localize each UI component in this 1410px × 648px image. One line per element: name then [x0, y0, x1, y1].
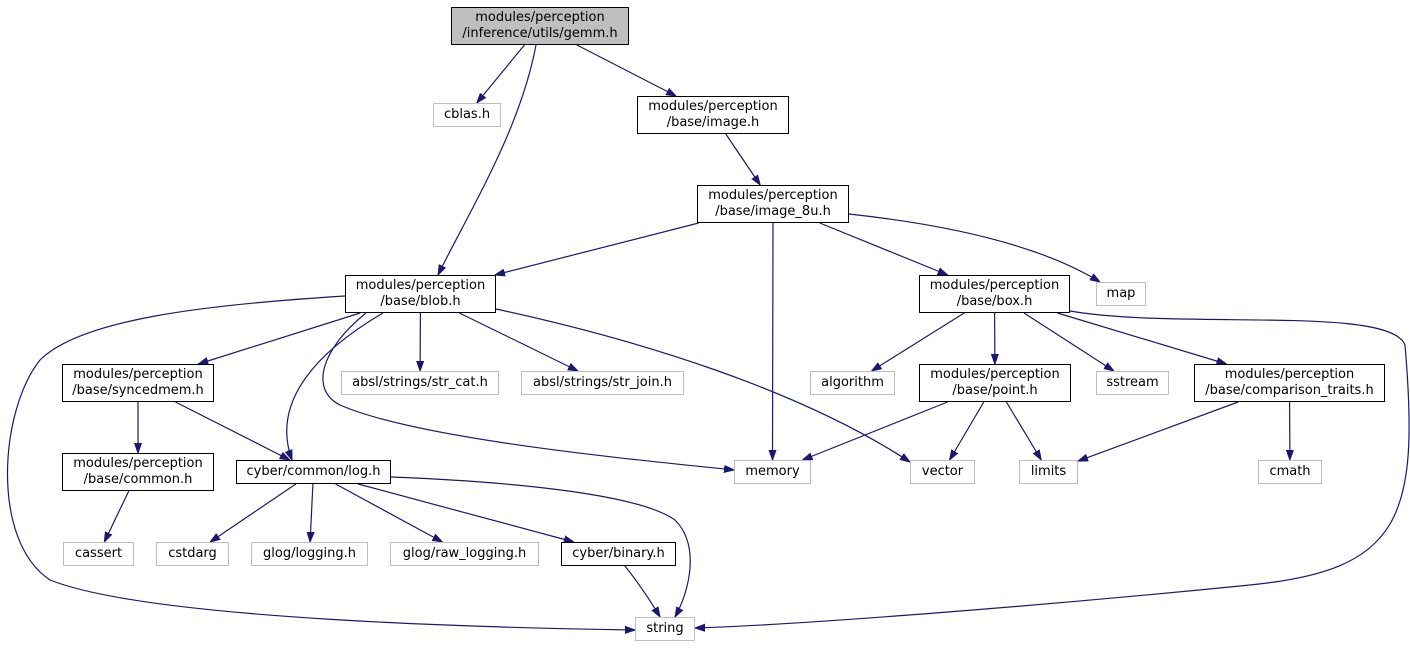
edge-point-to-vector	[950, 401, 985, 460]
node-label: /inference/utils/gemm.h	[462, 26, 618, 41]
edge-blob-to-syncedmem	[198, 312, 361, 364]
node-label: /base/syncedmem.h	[72, 383, 204, 398]
edge-binary-to-string	[624, 565, 660, 617]
node-cmath: cmath	[1258, 460, 1322, 484]
node-label: glog/logging.h	[263, 546, 356, 561]
edge-point-to-memory	[803, 401, 948, 460]
node-binary[interactable]: cyber/binary.h	[561, 542, 676, 566]
node-string: string	[635, 617, 695, 641]
node-syncedmem[interactable]: modules/perception/base/syncedmem.h	[62, 364, 214, 402]
node-label: algorithm	[821, 375, 884, 390]
node-label: /base/common.h	[83, 472, 193, 487]
edge-gemm-to-image	[576, 44, 676, 96]
edge-blob-to-log	[287, 312, 384, 460]
node-label: modules/perception	[73, 456, 203, 471]
node-label: cyber/common/log.h	[246, 464, 381, 479]
node-algorithm: algorithm	[810, 371, 895, 395]
node-strcat: absl/strings/str_cat.h	[341, 371, 499, 395]
node-label: /base/point.h	[952, 383, 1038, 398]
node-map: map	[1096, 282, 1146, 306]
node-label: cyber/binary.h	[572, 546, 665, 561]
node-label: cblas.h	[443, 107, 491, 122]
edge-point-to-limits	[1005, 401, 1041, 460]
node-common[interactable]: modules/perception/base/common.h	[62, 453, 214, 491]
edge-comparison-to-limits	[1078, 401, 1239, 462]
node-label: /base/image.h	[666, 115, 760, 130]
node-label: modules/perception	[929, 278, 1060, 293]
node-glograw: glog/raw_logging.h	[390, 542, 539, 566]
edge-log-to-cstdarg	[210, 483, 297, 542]
node-label: absl/strings/str_join.h	[533, 375, 672, 390]
node-strjoin: absl/strings/str_join.h	[521, 371, 684, 395]
node-cblas: cblas.h	[433, 103, 501, 127]
node-label: modules/perception	[648, 99, 778, 114]
edge-log-to-glograw	[335, 483, 443, 542]
node-label: limits	[1030, 464, 1067, 479]
node-gemm[interactable]: modules/perception/inference/utils/gemm.…	[451, 7, 629, 45]
node-label: cstdarg	[168, 546, 217, 561]
node-label: /base/image_8u.h	[715, 204, 831, 219]
node-cstdarg: cstdarg	[156, 542, 229, 566]
edge-log-to-glog	[310, 483, 313, 542]
edge-image8u-to-map	[848, 213, 1100, 282]
node-label: /base/comparison_traits.h	[1205, 383, 1374, 398]
node-label: modules/perception	[708, 188, 838, 203]
edge-blob-to-string	[7, 295, 636, 630]
edge-layer	[7, 44, 1410, 630]
edge-image8u-to-blob	[495, 222, 699, 275]
node-limits: limits	[1019, 460, 1078, 484]
edge-blob-to-strjoin	[459, 312, 578, 371]
node-label: sstream	[1106, 375, 1159, 390]
node-label: cassert	[74, 546, 123, 561]
edge-box-to-algorithm	[872, 312, 965, 371]
node-vector: vector	[910, 460, 975, 484]
edge-image8u-to-memory	[773, 222, 774, 460]
node-sstream: sstream	[1096, 371, 1169, 395]
edge-blob-to-vector	[495, 308, 910, 462]
node-label: modules/perception	[355, 278, 486, 293]
node-point[interactable]: modules/perception/base/point.h	[919, 364, 1071, 402]
node-label: string	[646, 621, 684, 636]
edge-blob-to-memory	[322, 312, 734, 470]
node-memory: memory	[734, 460, 811, 484]
edge-syncedmem-to-log	[175, 401, 290, 460]
node-label: absl/strings/str_cat.h	[352, 375, 488, 390]
node-label: /base/box.h	[956, 294, 1033, 309]
edge-box-to-comparison	[1057, 312, 1227, 364]
node-label: /base/blob.h	[380, 294, 461, 309]
edge-gemm-to-cblas	[477, 44, 525, 103]
node-label: modules/perception	[1224, 367, 1355, 382]
node-glog: glog/logging.h	[251, 542, 368, 566]
node-blob[interactable]: modules/perception/base/blob.h	[345, 275, 496, 313]
node-image[interactable]: modules/perception/base/image.h	[637, 96, 789, 134]
node-label: cmath	[1269, 464, 1311, 479]
node-label: modules/perception	[475, 10, 605, 25]
node-label: memory	[745, 464, 800, 479]
node-cassert: cassert	[63, 542, 134, 566]
edge-image8u-to-box	[819, 222, 948, 275]
node-label: map	[1106, 286, 1136, 301]
node-label: vector	[921, 464, 964, 479]
edge-box-to-sstream	[1023, 312, 1114, 371]
edge-log-to-binary	[357, 483, 574, 542]
node-label: glog/raw_logging.h	[402, 546, 527, 561]
edge-common-to-cassert	[104, 490, 130, 542]
node-image8u[interactable]: modules/perception/base/image_8u.h	[697, 185, 849, 223]
edge-log-to-string	[390, 476, 691, 617]
node-log[interactable]: cyber/common/log.h	[236, 460, 391, 484]
node-comparison[interactable]: modules/perception/base/comparison_trait…	[1194, 364, 1385, 402]
edge-box-to-string	[695, 310, 1410, 628]
node-label: modules/perception	[930, 367, 1060, 382]
node-label: modules/perception	[73, 367, 203, 382]
edge-image-to-image8u	[725, 133, 760, 185]
edge-gemm-to-blob	[438, 44, 537, 275]
node-box[interactable]: modules/perception/base/box.h	[919, 275, 1070, 313]
